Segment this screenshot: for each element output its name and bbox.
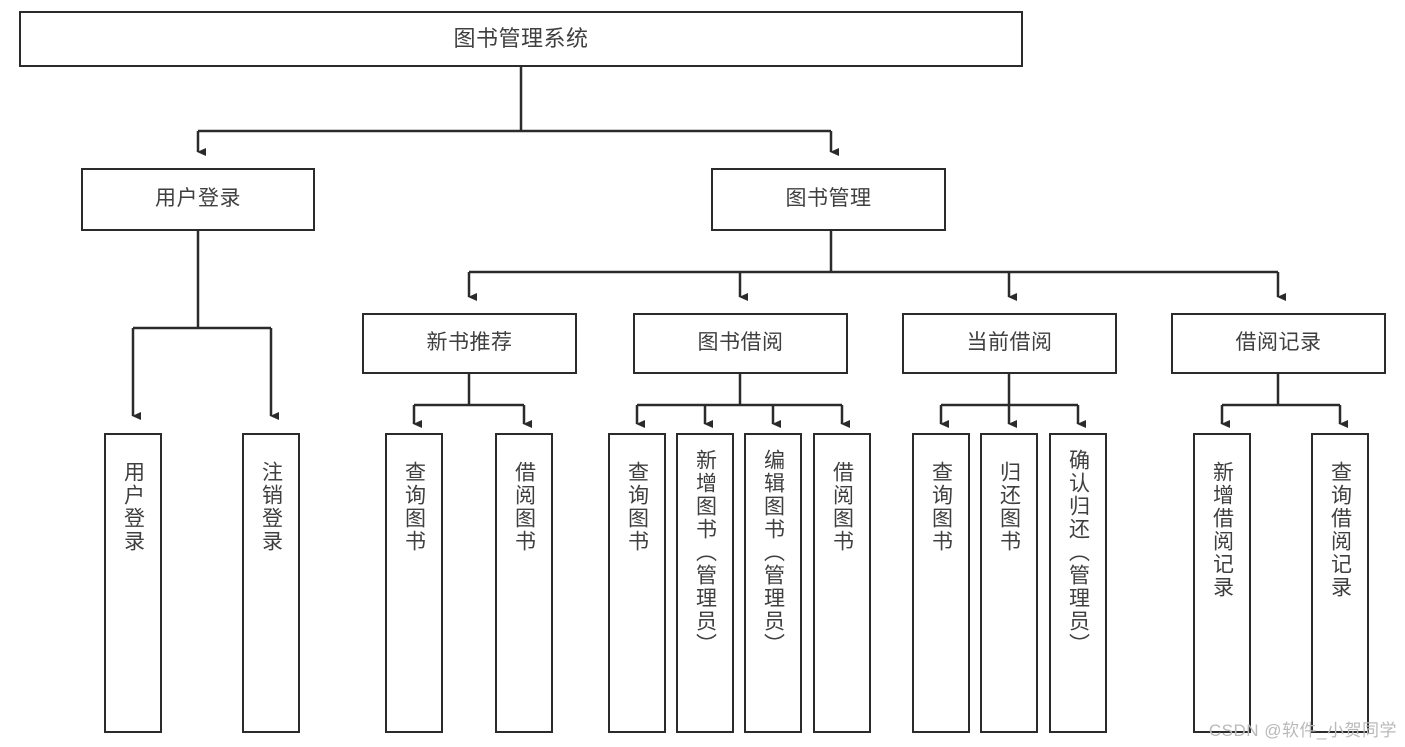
node-label: 借阅记录 [1235,331,1322,355]
node-label: 新增借阅记录 [1210,461,1234,599]
node-label: 查询图书 [402,461,426,553]
node-label: 查询图书 [929,461,953,553]
csdn-watermark: CSDN @软件_小贺同学 [1208,721,1397,740]
node-label: 编辑图书（管理员） [761,449,785,656]
node-leaf-book-borrow-1[interactable]: 查询图书 [608,433,666,733]
node-new-book-recommend[interactable]: 新书推荐 [362,313,577,374]
node-label: 用户登录 [121,461,145,553]
node-label: 借阅图书 [512,461,536,553]
node-label: 查询图书 [625,461,649,553]
node-leaf-current-borrow-3[interactable]: 确认归还（管理员） [1049,433,1107,733]
node-label: 新书推荐 [426,331,513,355]
node-label: 确认归还（管理员） [1066,449,1090,656]
node-label: 借阅图书 [830,461,854,553]
node-leaf-user-login-1[interactable]: 用户登录 [104,433,162,733]
node-leaf-borrow-record-2[interactable]: 查询借阅记录 [1311,433,1369,733]
node-leaf-new-book-1[interactable]: 查询图书 [385,433,443,733]
node-leaf-book-borrow-4[interactable]: 借阅图书 [813,433,871,733]
node-label: 用户登录 [155,187,241,211]
node-label: 图书借阅 [697,331,784,355]
node-leaf-current-borrow-2[interactable]: 归还图书 [980,433,1038,733]
node-label: 注销登录 [259,461,283,553]
node-borrow-record[interactable]: 借阅记录 [1171,313,1386,374]
node-label: 当前借阅 [966,331,1053,355]
node-leaf-borrow-record-1[interactable]: 新增借阅记录 [1193,433,1251,733]
node-book-management[interactable]: 图书管理 [711,168,946,231]
node-root-system[interactable]: 图书管理系统 [19,11,1023,67]
node-label: 新增图书（管理员） [693,449,717,656]
node-leaf-user-login-2[interactable]: 注销登录 [242,433,300,733]
node-user-login[interactable]: 用户登录 [81,168,315,231]
node-label: 归还图书 [997,461,1021,553]
node-leaf-current-borrow-1[interactable]: 查询图书 [912,433,970,733]
node-label: 图书管理 [785,187,872,211]
node-current-borrow[interactable]: 当前借阅 [902,313,1117,374]
node-leaf-new-book-2[interactable]: 借阅图书 [495,433,553,733]
node-leaf-book-borrow-3[interactable]: 编辑图书（管理员） [744,433,802,733]
node-label: 图书管理系统 [453,26,589,52]
node-book-borrow[interactable]: 图书借阅 [633,313,848,374]
node-leaf-book-borrow-2[interactable]: 新增图书（管理员） [676,433,734,733]
node-label: 查询借阅记录 [1328,461,1352,599]
